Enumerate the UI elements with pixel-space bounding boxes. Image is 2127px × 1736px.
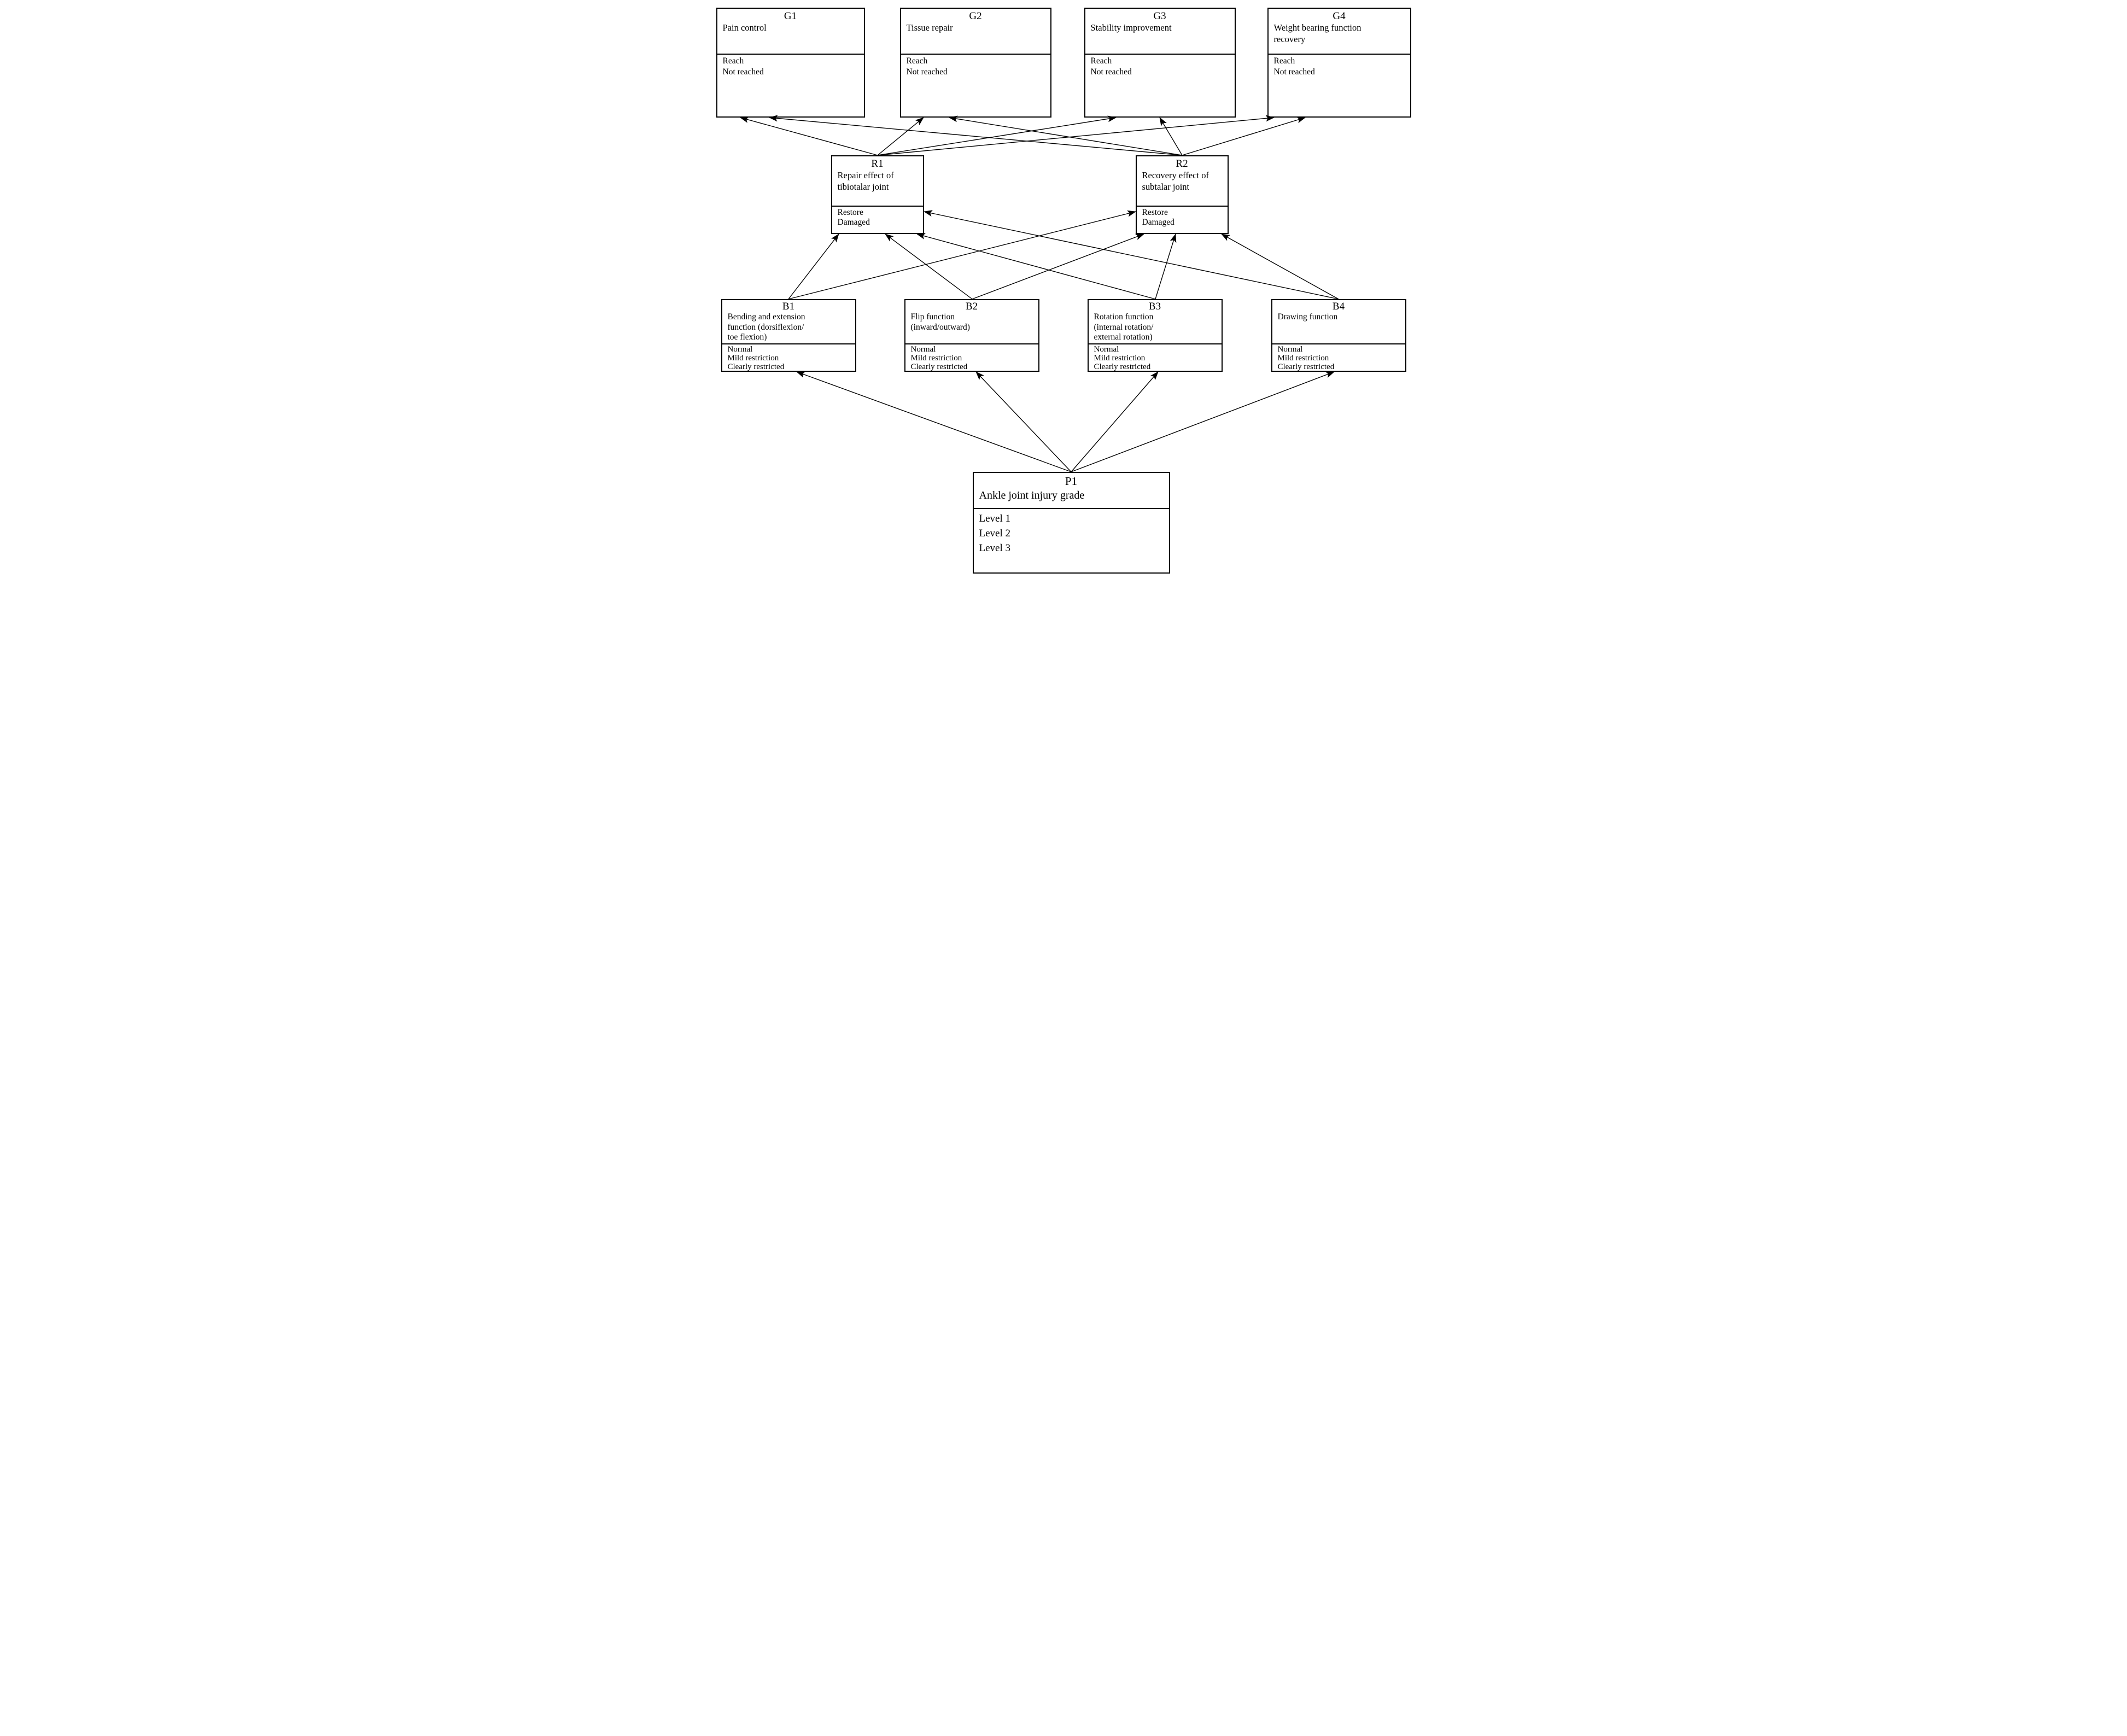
node-b2-desc-line: Flip function xyxy=(910,312,955,322)
node-b1-desc-line: toe flexion) xyxy=(727,332,767,342)
node-p1-id: P1 xyxy=(1065,475,1078,488)
edge-r2-g4 xyxy=(1182,116,1306,156)
node-b1-desc-line: function (dorsiflexion/ xyxy=(727,322,804,332)
node-b3: B3 Rotation function (internal rotation/… xyxy=(1087,299,1223,372)
node-r2-state: Restore xyxy=(1142,208,1168,217)
node-r1-id: R1 xyxy=(871,158,884,169)
node-g1-state: Not reached xyxy=(722,67,764,77)
node-p1-state: Level 2 xyxy=(979,528,1011,539)
node-r2-desc-line: subtalar joint xyxy=(1142,182,1190,192)
node-g1: G1 Pain control Reach Not reached xyxy=(716,8,865,118)
node-g4-id: G4 xyxy=(1333,10,1346,22)
node-b1-state: Mild restriction xyxy=(727,354,779,363)
node-b1-desc-line: Bending and extension xyxy=(727,312,805,322)
node-g3-state: Reach xyxy=(1090,56,1112,66)
diagram-canvas: G1 Pain control Reach Not reached G2 Tis… xyxy=(709,0,1418,578)
node-b3-desc-line: (internal rotation/ xyxy=(1094,322,1154,332)
edge-r2-g2 xyxy=(948,115,1182,156)
node-b1: B1 Bending and extension function (dorsi… xyxy=(721,299,856,372)
edge-p1-b2 xyxy=(975,371,1072,472)
node-g3-desc-line: Stability improvement xyxy=(1090,22,1172,33)
node-b3-desc-line: external rotation) xyxy=(1094,332,1153,342)
node-g1-state: Reach xyxy=(722,56,744,66)
node-r2-state: Damaged xyxy=(1142,217,1174,227)
edge-r2-g1 xyxy=(768,115,1182,156)
edge-b4-r1 xyxy=(923,210,1339,300)
node-b2-desc-line: (inward/outward) xyxy=(910,322,970,332)
node-b2-state: Mild restriction xyxy=(910,354,962,363)
node-b2-state: Clearly restricted xyxy=(910,363,968,371)
edge-b2-r1 xyxy=(884,233,972,300)
node-b2-state: Normal xyxy=(910,345,936,354)
node-b1-id: B1 xyxy=(782,301,795,312)
edge-p1-b4 xyxy=(1071,371,1335,472)
node-b3-state: Normal xyxy=(1094,345,1119,354)
node-g4-desc-line: Weight bearing function xyxy=(1273,22,1361,33)
node-g3-id: G3 xyxy=(1153,10,1166,22)
edge-r2-g3 xyxy=(1159,117,1183,156)
edge-b2-r2 xyxy=(972,233,1144,300)
edge-b3-r2 xyxy=(1154,233,1176,300)
node-r1-desc-line: Repair effect of xyxy=(837,170,894,180)
edge-r1-g1 xyxy=(739,116,878,156)
node-b3-desc-line: Rotation function xyxy=(1094,312,1154,322)
edge-b4-r2 xyxy=(1220,233,1339,300)
node-b2: B2 Flip function (inward/outward) Normal… xyxy=(904,299,1039,372)
node-r2: R2 Recovery effect of subtalar joint Res… xyxy=(1135,155,1229,234)
edge-b3-r1 xyxy=(916,233,1155,300)
node-b3-state: Clearly restricted xyxy=(1094,363,1151,371)
node-g2-state: Not reached xyxy=(906,67,948,77)
node-p1: P1 Ankle joint injury grade Level 1 Leve… xyxy=(972,472,1170,574)
edge-p1-b1 xyxy=(796,371,1071,472)
node-g4-state: Reach xyxy=(1273,56,1295,66)
node-g4: G4 Weight bearing function recovery Reac… xyxy=(1267,8,1411,118)
node-b2-id: B2 xyxy=(965,301,978,312)
edge-b1-r1 xyxy=(787,233,839,300)
node-g1-desc-line: Pain control xyxy=(722,22,767,33)
node-b1-state: Clearly restricted xyxy=(727,363,785,371)
node-g2-id: G2 xyxy=(969,10,982,22)
node-b4-state: Clearly restricted xyxy=(1277,363,1335,371)
node-g2-state: Reach xyxy=(906,56,928,66)
node-r1-desc-line: tibiotalar joint xyxy=(837,182,889,192)
node-b4-id: B4 xyxy=(1332,301,1345,312)
node-b4-state: Mild restriction xyxy=(1277,354,1329,363)
edge-r1-g4 xyxy=(877,115,1275,156)
node-g1-id: G1 xyxy=(784,10,797,22)
node-g4-desc-line: recovery xyxy=(1273,34,1306,44)
node-p1-state: Level 3 xyxy=(979,542,1011,554)
node-g3-state: Not reached xyxy=(1090,67,1132,77)
node-g2-desc-line: Tissue repair xyxy=(906,22,953,33)
edge-r1-g2 xyxy=(877,117,924,156)
node-b4-desc-line: Drawing function xyxy=(1277,312,1338,322)
node-g4-state: Not reached xyxy=(1273,67,1315,77)
node-p1-desc-line: Ankle joint injury grade xyxy=(979,489,1085,501)
node-b1-state: Normal xyxy=(727,345,753,354)
node-g2: G2 Tissue repair Reach Not reached xyxy=(899,8,1051,118)
edge-p1-b3 xyxy=(1070,371,1159,472)
edge-r1-g3 xyxy=(877,115,1117,156)
node-r1-state: Damaged xyxy=(837,217,870,227)
node-b3-state: Mild restriction xyxy=(1094,354,1146,363)
node-g3: G3 Stability improvement Reach Not reach… xyxy=(1084,8,1236,118)
node-r1-state: Restore xyxy=(837,208,863,217)
node-r2-id: R2 xyxy=(1176,158,1188,169)
node-b3-id: B3 xyxy=(1148,301,1161,312)
node-p1-state: Level 1 xyxy=(979,513,1011,524)
node-r2-desc-line: Recovery effect of xyxy=(1142,170,1209,180)
node-b4-state: Normal xyxy=(1277,345,1303,354)
node-b4: B4 Drawing function Normal Mild restrict… xyxy=(1271,299,1406,372)
node-r1: R1 Repair effect of tibiotalar joint Res… xyxy=(831,155,924,234)
